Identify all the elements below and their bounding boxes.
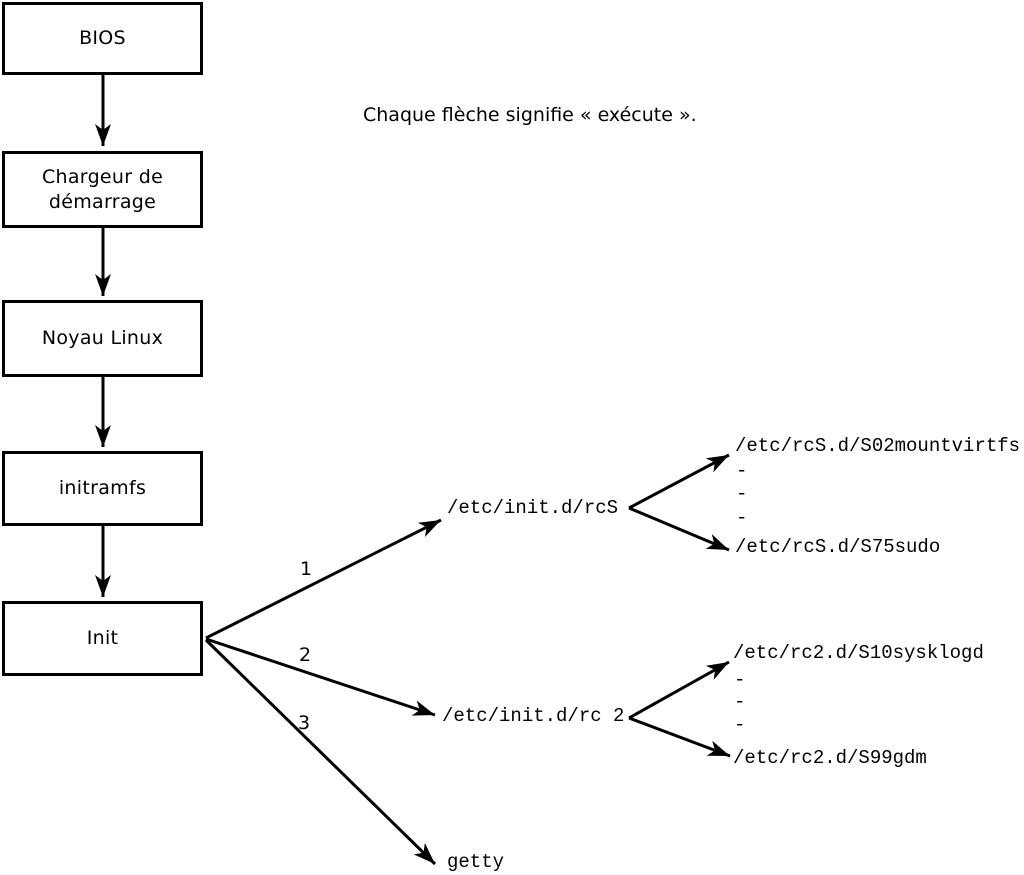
node-initramfs-label: initramfs	[58, 477, 147, 499]
rc2-ellipsis-dash-2: -	[734, 691, 746, 713]
arrow-rc2-to-s10sysklogd	[628, 660, 730, 720]
rcs-ellipsis-dash-3: -	[736, 507, 748, 529]
node-initramfs: initramfs	[2, 451, 203, 526]
node-kernel: Noyau Linux	[2, 300, 203, 377]
branch-number-1: 1	[300, 558, 313, 580]
branch-number-3: 3	[298, 712, 311, 734]
arrow-init-to-rcs	[205, 518, 442, 640]
legend-note: Chaque flèche signifie « exécute ».	[363, 104, 697, 126]
node-rcs-child-first: /etc/rcS.d/S02mountvirtfs	[735, 435, 1021, 457]
node-init-label: Init	[86, 627, 119, 649]
node-rc2-script: /etc/init.d/rc 2	[442, 705, 625, 727]
arrow-init-to-getty	[204, 638, 437, 866]
node-rc2-child-last: /etc/rc2.d/S99gdm	[733, 747, 927, 769]
node-bios-label: BIOS	[79, 27, 126, 49]
node-bios: BIOS	[2, 2, 203, 75]
node-bootloader: Chargeur de démarrage	[2, 151, 203, 228]
arrow-init-to-rc2	[205, 637, 436, 717]
rcs-ellipsis-dash-1: -	[736, 460, 748, 482]
arrow-rcs-to-s75sudo	[628, 506, 730, 552]
node-getty: getty	[447, 851, 505, 873]
node-rc2-child-first: /etc/rc2.d/S10sysklogd	[733, 642, 984, 664]
arrow-rc2-to-s99gdm	[628, 716, 731, 758]
node-kernel-label: Noyau Linux	[41, 327, 164, 349]
rcs-ellipsis-dash-2: -	[736, 483, 748, 505]
node-init: Init	[2, 601, 203, 676]
arrow-rcs-to-s02mountvirtfs	[628, 453, 730, 510]
rc2-ellipsis-dash-1: -	[734, 669, 746, 691]
branch-number-2: 2	[299, 644, 312, 666]
rc2-ellipsis-dash-3: -	[734, 714, 746, 736]
node-rcs-child-last: /etc/rcS.d/S75sudo	[735, 536, 941, 558]
node-bootloader-label: Chargeur de démarrage	[41, 165, 164, 213]
node-rcs-script: /etc/init.d/rcS	[447, 497, 619, 519]
